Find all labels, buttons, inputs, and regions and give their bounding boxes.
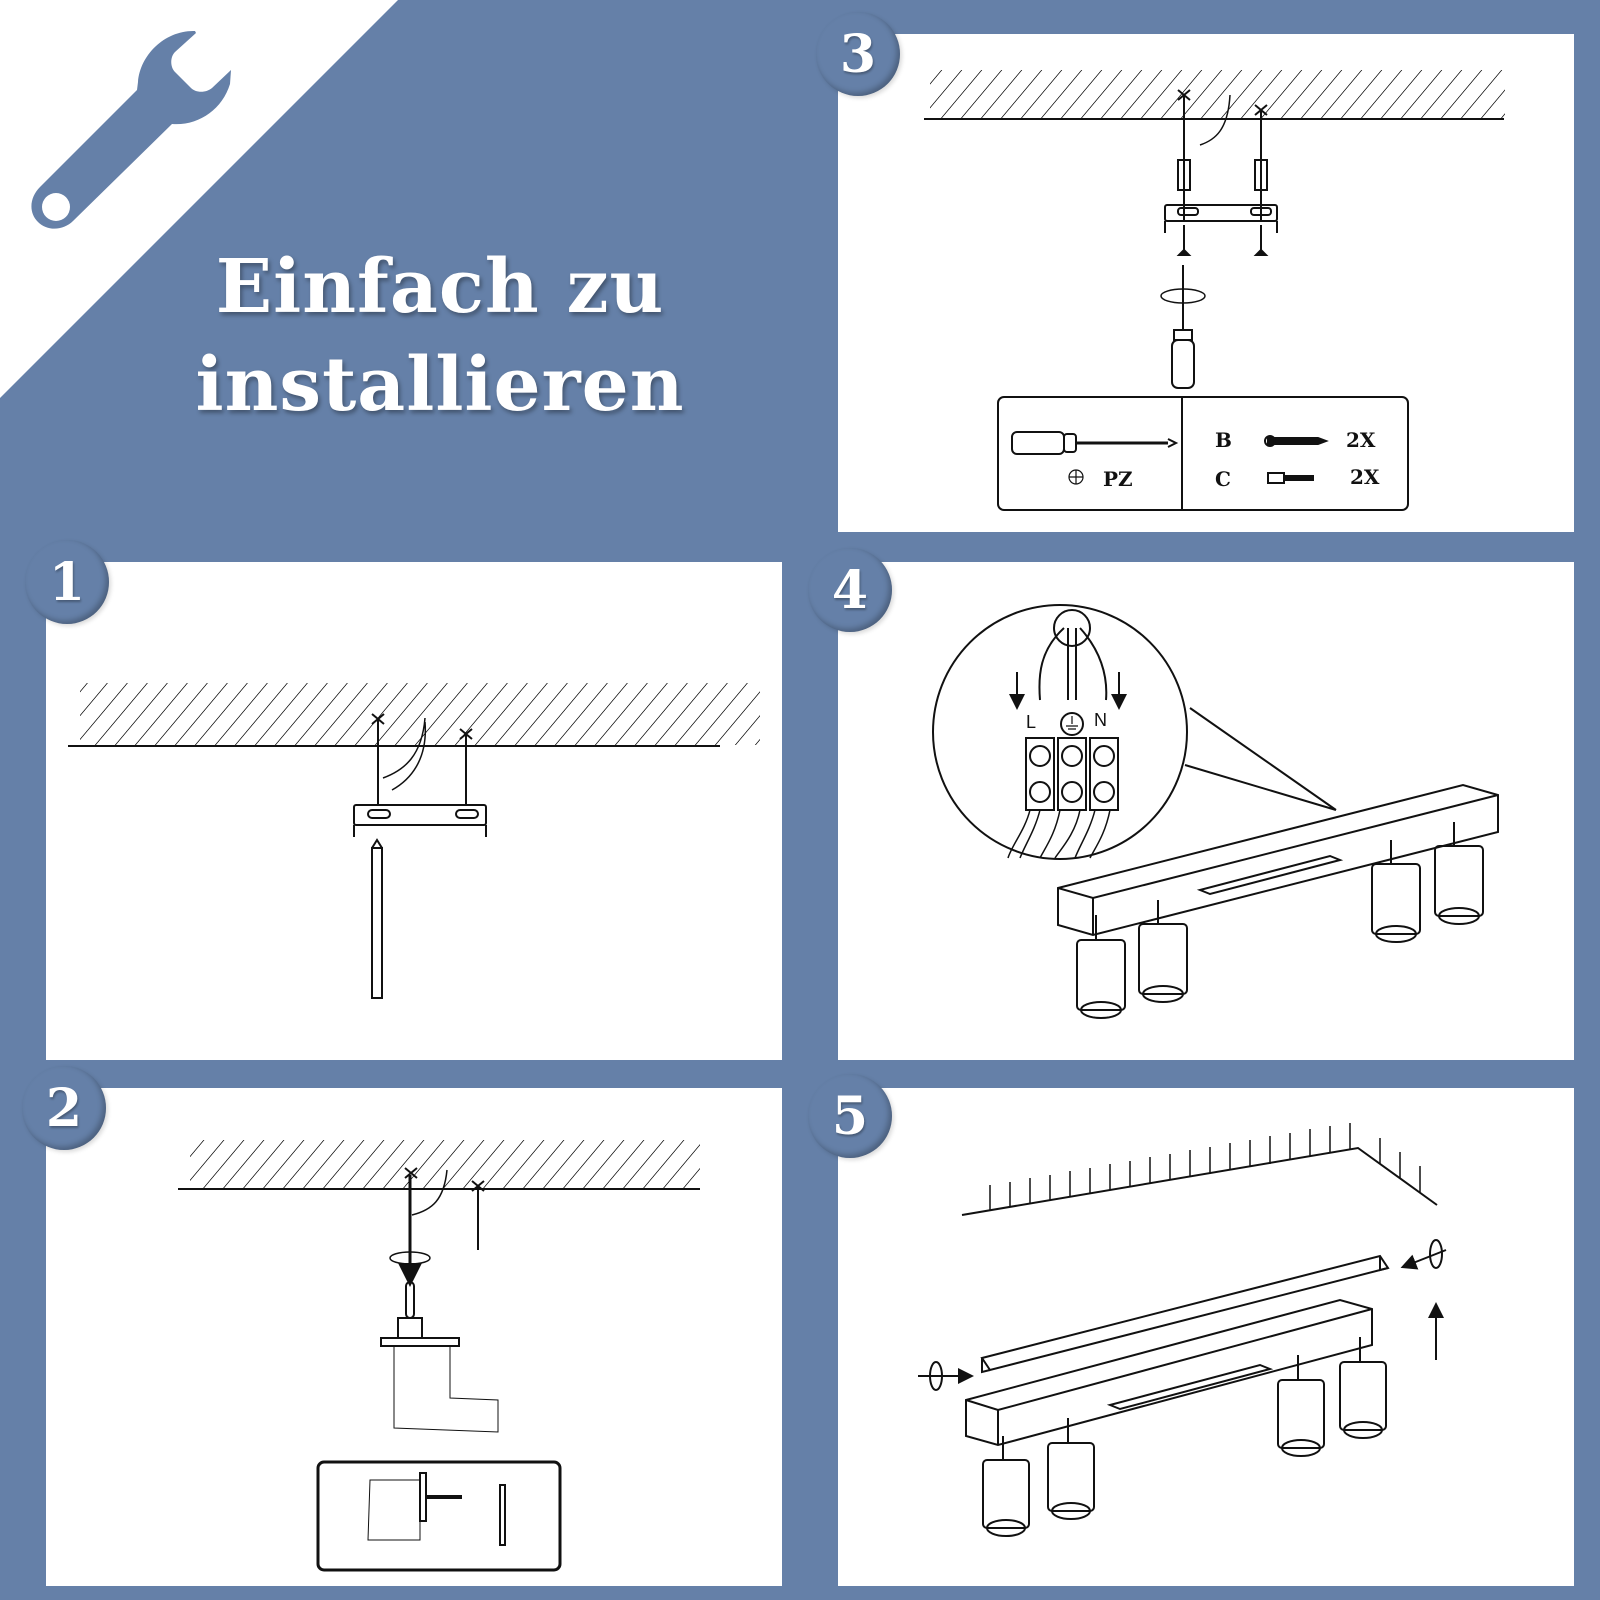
step-3-parts-labels: PZ B C 2X 2X [1103,428,1380,491]
part-c-letter: C [1215,467,1231,491]
step-4-terminal-labels: L N [1026,710,1107,732]
step-4-badge: 4 [808,548,892,632]
live-label: L [1026,712,1036,732]
title-line-2: installieren [195,342,685,428]
step-3-drawing [924,70,1505,511]
step-1-badge: 1 [25,540,109,624]
step-3-badge: 3 [816,12,900,96]
step-1-drawing [68,683,760,999]
step-5-badge: 5 [808,1074,892,1158]
screwdriver-type-label: PZ [1103,467,1133,491]
step-1-panel [46,562,782,1060]
wrench-icon [31,30,231,229]
step-2-drawing [178,1140,700,1572]
part-b-qty: 2X [1346,428,1376,452]
part-c-qty: 2X [1350,465,1380,489]
step-4-drawing [932,604,1499,1019]
title-line-1: Einfach zu [215,244,665,330]
step-2-badge: 2 [22,1066,106,1150]
step-5-panel [838,1088,1574,1586]
step-5-drawing [918,1123,1447,1537]
neutral-label: N [1094,710,1107,730]
part-b-letter: B [1215,428,1232,452]
page-title: Einfach zu installieren [150,238,730,434]
